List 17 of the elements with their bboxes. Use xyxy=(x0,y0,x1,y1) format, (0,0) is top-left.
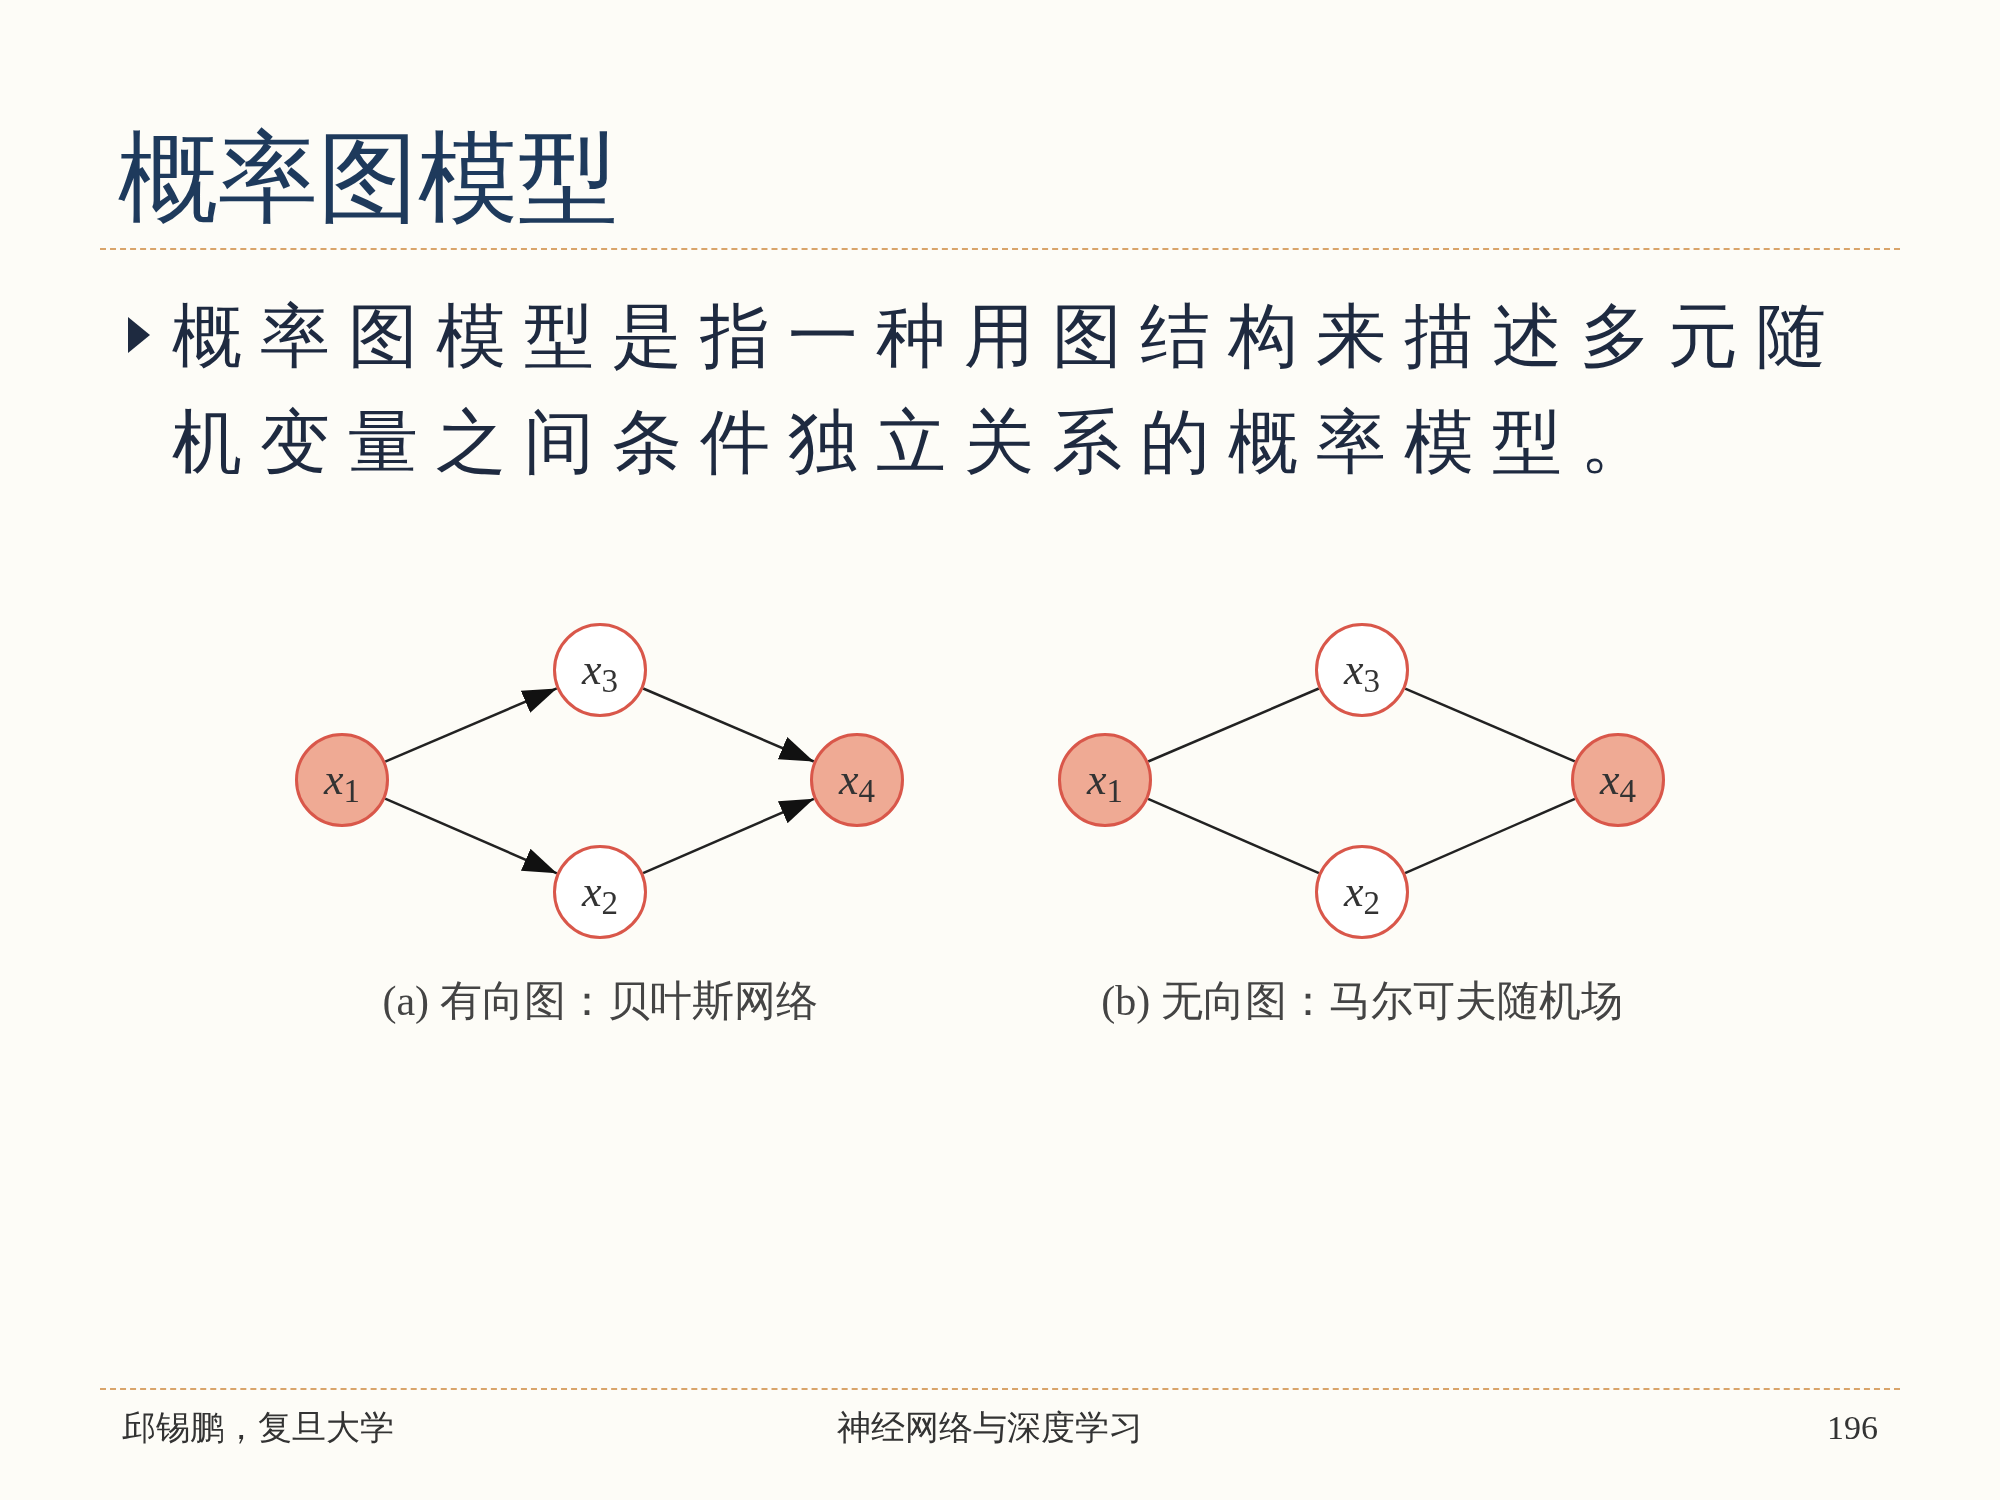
variable-node: x$_{2}$ xyxy=(1315,845,1409,939)
figure-caption: (b) 无向图：马尔可夫随机场 xyxy=(1100,977,1624,1026)
page-number: 196 xyxy=(1827,1408,1878,1448)
variable-node: x$_{3}$ xyxy=(1315,623,1409,717)
variable-node: x$_{3}$ xyxy=(553,623,647,717)
connector-line xyxy=(1147,797,1320,875)
footer-title: 神经网络与深度学习 xyxy=(836,1408,1144,1448)
footer-author: 邱锡鹏，复旦大学 xyxy=(122,1408,394,1448)
variable-node: x$_{1}$ xyxy=(295,733,389,827)
bullet-text: 概率图模型是指一种用图结构来描述多元随机变量之间条件独立关系的概率模型。 xyxy=(172,297,1845,483)
connector-line xyxy=(1404,797,1576,875)
variable-node: x$_{2}$ xyxy=(553,845,647,939)
variable-node: x$_{1}$ xyxy=(1058,733,1152,827)
variable-node: x$_{4}$ xyxy=(810,733,904,827)
figure-caption: (a) 有向图：贝叶斯网络 xyxy=(381,977,819,1026)
variable-node: x$_{4}$ xyxy=(1571,733,1665,827)
slide-title: 概率图模型 xyxy=(118,118,618,238)
